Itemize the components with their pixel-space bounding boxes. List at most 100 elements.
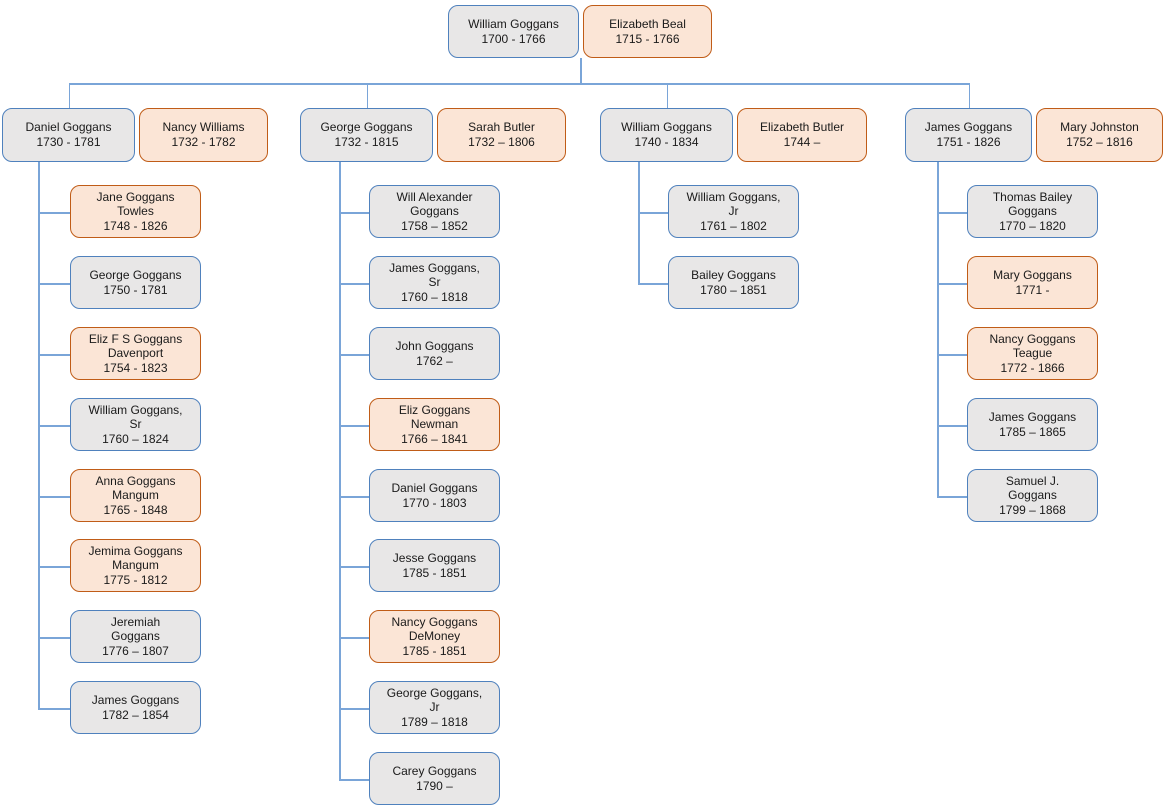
person-name: Carey Goggans	[392, 763, 477, 778]
person-name: Mary Johnston	[1060, 120, 1139, 135]
connector-line	[38, 283, 70, 285]
connector-line	[666, 83, 668, 108]
person-dates: 1732 - 1815	[334, 135, 399, 149]
person-name: Thomas Bailey Goggans	[992, 189, 1073, 219]
person-dates: 1770 - 1803	[402, 495, 467, 510]
person-name: Jane Goggans Towles	[96, 189, 175, 219]
person-name: James Goggans	[91, 692, 180, 707]
person-dates: 1766 – 1841	[401, 431, 468, 446]
connector-line	[937, 496, 967, 498]
person-name: Nancy Goggans Teague	[989, 331, 1076, 361]
connector-line	[638, 162, 640, 285]
person-dates: 1790 –	[416, 778, 453, 793]
person-name: Nancy Goggans DeMoney	[391, 614, 478, 644]
connector-line	[339, 354, 369, 356]
person-dates: 1771 -	[1015, 282, 1050, 297]
connector-line	[937, 283, 967, 285]
person-name: John Goggans	[395, 338, 474, 353]
person-dates: 1785 - 1851	[402, 643, 467, 658]
connector-line	[339, 708, 369, 710]
person-name: Anna Goggans Mangum	[95, 473, 176, 503]
connector-line	[638, 283, 668, 285]
person-dates: 1730 - 1781	[36, 135, 101, 149]
person-dates: 1789 – 1818	[401, 714, 468, 729]
connector-line	[937, 354, 967, 356]
person-name: William Goggans, Jr	[686, 189, 781, 219]
person-name: Daniel Goggans	[25, 120, 112, 135]
person-dates: 1751 - 1826	[936, 135, 1001, 149]
person-name: Elizabeth Beal	[609, 16, 686, 31]
connector-line	[38, 708, 70, 710]
person-dates: 1776 – 1807	[102, 643, 169, 658]
connector-line	[638, 212, 668, 214]
connector-line	[38, 496, 70, 498]
person-dates: 1732 – 1806	[468, 135, 535, 149]
person-name: William Goggans, Sr	[88, 402, 183, 432]
connector-line	[339, 212, 369, 214]
person-dates: 1780 – 1851	[700, 282, 767, 297]
person-dates: 1752 – 1816	[1066, 135, 1133, 149]
connector-line	[580, 58, 582, 85]
connector-line	[68, 83, 70, 108]
person-dates: 1761 – 1802	[700, 218, 767, 233]
person-name: Mary Goggans	[993, 267, 1072, 282]
person-name: Jemima Goggans Mangum	[88, 543, 183, 573]
person-dates: 1799 – 1868	[999, 502, 1066, 517]
connector-line	[937, 162, 939, 498]
person-dates: 1765 - 1848	[103, 502, 168, 517]
connector-line	[38, 637, 70, 639]
connector-line	[339, 496, 369, 498]
person-name: William Goggans	[621, 120, 712, 135]
person-name: Eliz F S Goggans Davenport	[88, 331, 183, 361]
person-name: James Goggans	[924, 120, 1013, 135]
person-dates: 1760 – 1824	[102, 431, 169, 446]
person-dates: 1754 - 1823	[103, 360, 168, 375]
person-dates: 1770 – 1820	[999, 218, 1066, 233]
connector-line	[38, 425, 70, 427]
person-dates: 1758 – 1852	[401, 218, 468, 233]
person-name: George Goggans	[320, 120, 413, 135]
person-dates: 1772 - 1866	[1000, 360, 1065, 375]
person-dates: 1785 – 1865	[999, 424, 1066, 439]
connector-line	[38, 162, 40, 710]
person-dates: 1748 - 1826	[103, 218, 168, 233]
person-name: Jesse Goggans	[392, 550, 477, 565]
connector-line	[339, 779, 369, 781]
connector-line	[339, 425, 369, 427]
person-name: James Goggans, Sr	[389, 260, 480, 290]
person-dates: 1732 - 1782	[171, 135, 236, 149]
person-dates: 1750 - 1781	[103, 282, 168, 297]
connector-line	[339, 283, 369, 285]
person-name: Will Alexander Goggans	[396, 189, 473, 219]
connector-line	[38, 212, 70, 214]
person-name: William Goggans	[468, 16, 559, 31]
person-name: Jeremiah Goggans	[110, 614, 161, 644]
person-name: Bailey Goggans	[691, 267, 776, 282]
